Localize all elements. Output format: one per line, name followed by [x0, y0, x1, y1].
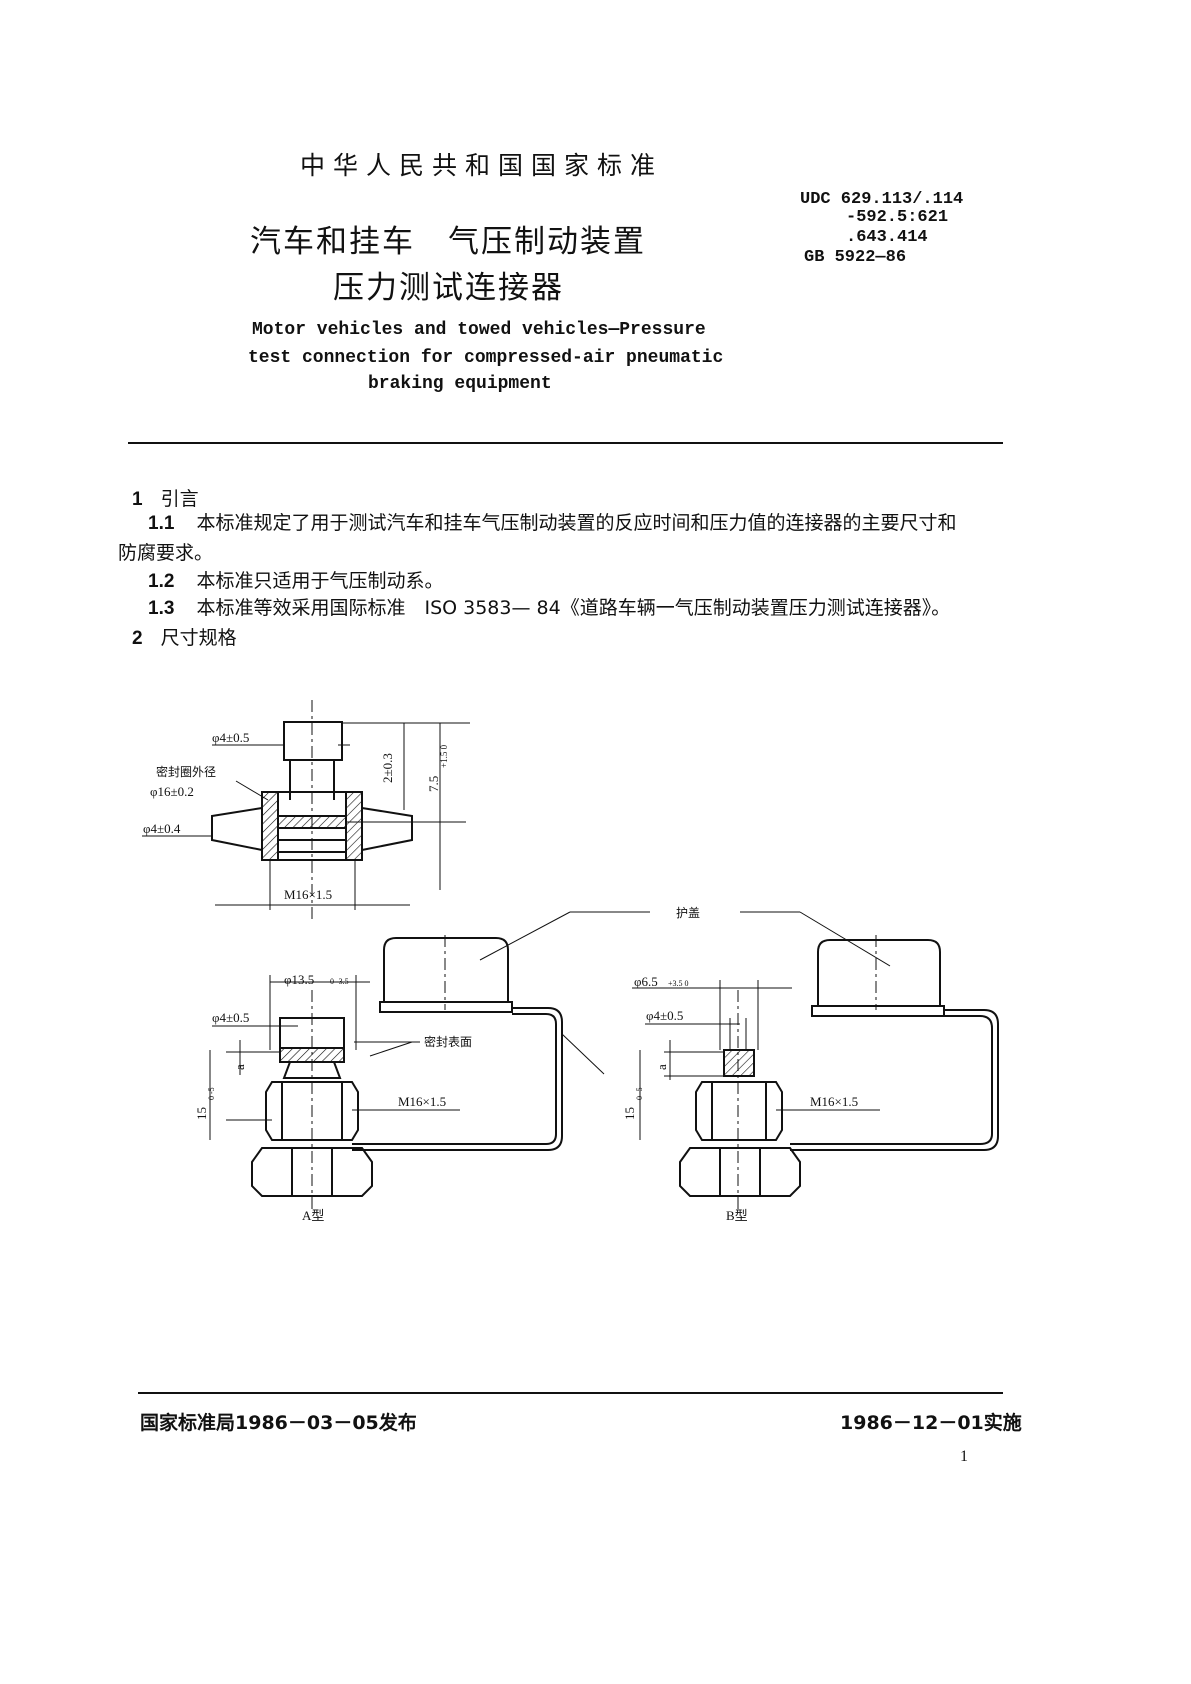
chinese-title-line1: 汽车和挂车 气压制动装置: [250, 224, 646, 260]
section-1-title: 引言: [160, 488, 199, 510]
gb-standard-code: GB 5922—86: [804, 248, 907, 267]
clause-1-3: 1.3 本标准等效采用国际标准 ISO 3583— 84《道路车辆一气压制动装置…: [148, 593, 950, 620]
clause-1-2-number: 1.2: [148, 571, 175, 592]
b-type-caption: B型: [726, 1208, 748, 1223]
top-dim-2-03: 2±0.3: [380, 753, 395, 783]
a-dim-phi135-tolerance: 0 -3.5: [330, 977, 349, 986]
a-dim-a: a: [232, 1064, 247, 1070]
b-dim-15: 15: [622, 1107, 637, 1120]
b-thread: M16×1.5: [810, 1094, 858, 1109]
a-type-caption: A型: [302, 1208, 324, 1223]
header-rule: [128, 442, 1003, 444]
chinese-title-line2: 压力测试连接器: [333, 270, 564, 306]
clause-1-1-number: 1.1: [148, 513, 175, 534]
a-dim-phi135: φ13.5: [284, 972, 314, 987]
a-dim-phi4-05: φ4±0.5: [212, 1010, 249, 1025]
type-b-detail: [632, 935, 999, 1210]
type-a-detail: [209, 935, 563, 1210]
section-2-number: 2: [132, 628, 143, 649]
effective-date: 1986－12－01实施: [840, 1412, 1022, 1434]
section-1-number: 1: [132, 489, 143, 510]
a-thread: M16×1.5: [398, 1094, 446, 1109]
top-dim-phi4-04: φ4±0.4: [143, 821, 181, 836]
english-title-line2: test connection for compressed-air pneum…: [248, 348, 724, 368]
issue-date: 国家标准局1986－03－05发布: [140, 1412, 417, 1434]
english-title-line3: braking equipment: [368, 374, 552, 394]
udc-line2: -592.5:621: [846, 208, 949, 227]
top-dim-75: 7.5: [426, 776, 441, 792]
b-dim-phi65-tolerance: +3.5 0: [668, 979, 689, 988]
section-2-title: 尺寸规格: [160, 627, 237, 649]
b-dim-phi65: φ6.5: [634, 974, 658, 989]
a-dim-15-tolerance: 0 -5: [207, 1087, 216, 1100]
b-dim-phi4-05: φ4±0.5: [646, 1008, 683, 1023]
section-2-heading: 2 尺寸规格: [132, 623, 237, 650]
clause-1-1: 1.1 本标准规定了用于测试汽车和挂车气压制动装置的反应时间和压力值的连接器的主…: [148, 508, 956, 535]
clause-1-2: 1.2 本标准只适用于气压制动系。: [148, 566, 443, 593]
cap-label: 护盖: [676, 906, 700, 920]
top-dim-phi4-05: φ4±0.5: [212, 730, 249, 745]
b-dim-a: a: [654, 1064, 669, 1070]
top-seal-label: 密封圈外径: [156, 764, 216, 779]
clause-1-3-text: 本标准等效采用国际标准 ISO 3583— 84《道路车辆一气压制动装置压力测试…: [196, 597, 951, 619]
udc-line3: .643.414: [846, 228, 928, 247]
english-title-line1: Motor vehicles and towed vehicles—Pressu…: [252, 320, 706, 340]
connector-drawing: φ4±0.5 密封圈外径 φ16±0.2 φ4±0.4 2±0.3 7.5 +1…: [142, 700, 999, 1223]
b-dim-15-tolerance: 0 -5: [635, 1087, 644, 1100]
top-dim-75-tolerance: +1.5 0: [439, 744, 449, 768]
a-seal-surface-label: 密封表面: [424, 1034, 472, 1049]
clause-1-2-text: 本标准只适用于气压制动系。: [196, 570, 444, 592]
page-number: 1: [960, 1448, 968, 1465]
top-thread: M16×1.5: [284, 887, 332, 902]
clause-1-1-text: 本标准规定了用于测试汽车和挂车气压制动装置的反应时间和压力值的连接器的主要尺寸和: [196, 512, 957, 534]
footer-rule: [138, 1392, 1003, 1394]
udc-line1: UDC 629.113/.114: [800, 190, 964, 209]
issuing-body-heading: 中华人民共和国国家标准: [300, 151, 664, 180]
clause-1-1-continuation: 防腐要求。: [118, 542, 214, 564]
clause-1-3-number: 1.3: [148, 598, 175, 619]
a-dim-15: 15: [194, 1107, 209, 1120]
top-detail: [142, 700, 470, 920]
top-dim-phi16: φ16±0.2: [150, 784, 194, 799]
section-1-heading: 1 引言: [132, 484, 199, 511]
